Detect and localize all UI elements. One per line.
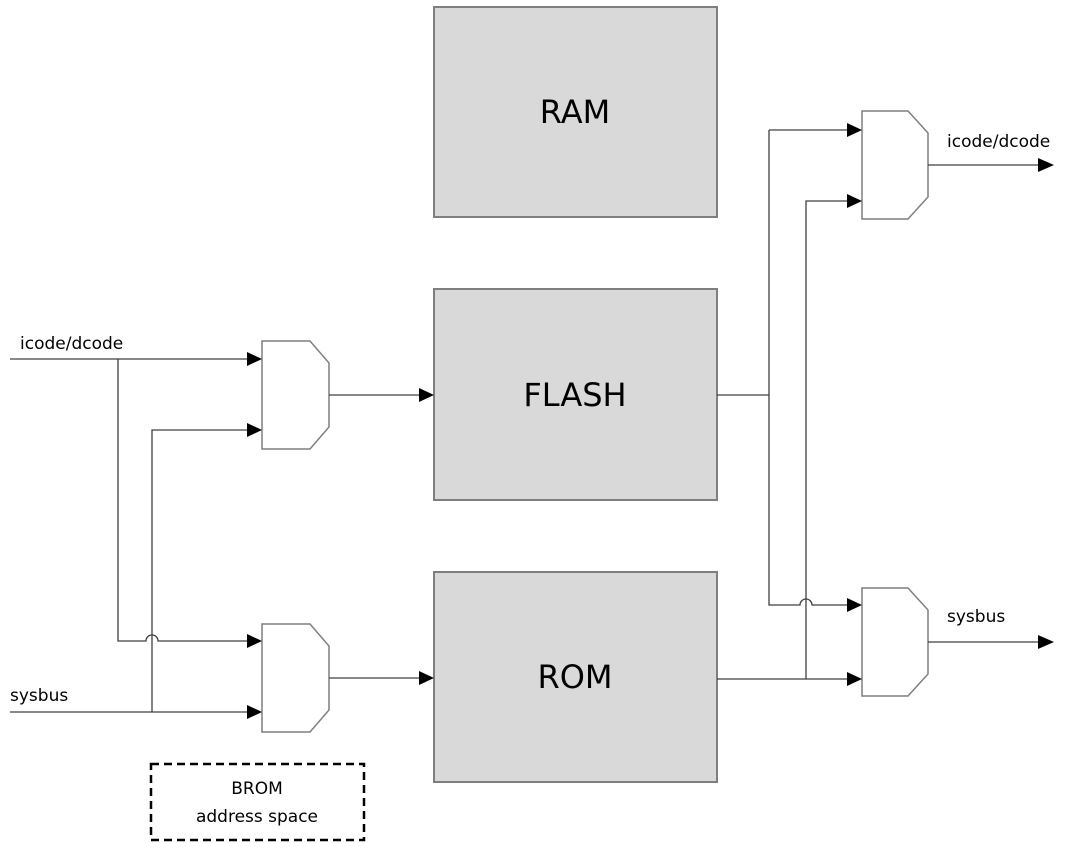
left-sysbus-label: sysbus <box>10 686 68 706</box>
brom-address-space-note: BROM address space <box>149 762 366 842</box>
note-line-1: BROM <box>231 779 283 799</box>
arrow-sysbus-output <box>1038 635 1054 649</box>
arrowheads <box>247 123 1054 719</box>
right-icode-dcode-label: icode/dcode <box>947 132 1050 152</box>
right-output-wiring <box>717 129 1040 680</box>
arrow-sysbus-mux-bottom <box>847 672 862 686</box>
arrow-icode-output <box>1038 158 1054 172</box>
icode-dcode-output-mux <box>861 110 929 220</box>
right-sysbus-label: sysbus <box>947 607 1005 627</box>
arrow-flash-mux-top <box>247 352 262 366</box>
arrow-rom-mux-top <box>247 634 262 648</box>
arrow-rom-mux-bottom <box>247 705 262 719</box>
flash-input-mux <box>261 340 330 450</box>
flash-block: FLASH <box>433 288 718 501</box>
sysbus-output-mux <box>861 587 929 697</box>
ram-block: RAM <box>433 6 718 218</box>
rom-block: ROM <box>433 571 718 783</box>
note-line-2: address space <box>196 807 318 827</box>
flash-label: FLASH <box>523 376 626 414</box>
arrow-icode-mux-top <box>847 123 862 137</box>
ram-label: RAM <box>540 93 610 131</box>
left-input-wiring <box>10 358 250 713</box>
arrow-flash-mux-bottom <box>247 423 262 437</box>
arrow-into-rom <box>419 671 434 685</box>
arrow-into-flash <box>419 388 434 402</box>
arrow-icode-mux-bottom <box>847 194 862 208</box>
rom-label: ROM <box>537 658 612 696</box>
arrow-sysbus-mux-top <box>847 598 862 612</box>
rom-input-mux <box>261 623 330 733</box>
left-icode-dcode-label: icode/dcode <box>20 334 123 354</box>
